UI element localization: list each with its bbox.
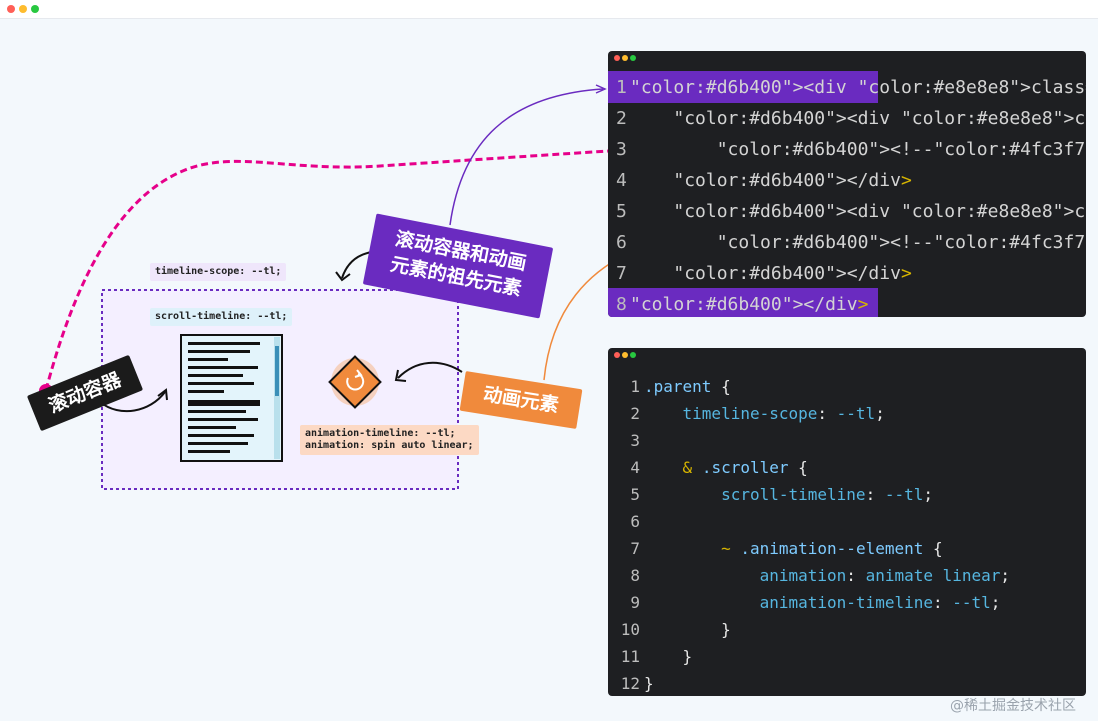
line-number: 8 xyxy=(616,294,627,315)
css-code-line: 9 animation-timeline: --tl; xyxy=(608,589,1086,616)
code-text: animation: animate linear; xyxy=(759,566,1011,585)
html-code-line: 7 "color:#d6b400"></div> xyxy=(608,258,1086,289)
code-text: ~ .animation--element { xyxy=(721,539,943,558)
watermark: @稀土掘金技术社区 xyxy=(950,698,1076,714)
animation-tag: animation-timeline: --tl; animation: spi… xyxy=(300,425,479,455)
css-code-line: 11 } xyxy=(608,643,1086,670)
css-code-line: 5 scroll-timeline: --tl; xyxy=(608,481,1086,508)
code-text: & .scroller { xyxy=(682,458,808,477)
line-number: 7 xyxy=(630,539,640,558)
window-titlebar xyxy=(0,0,1098,19)
line-number: 8 xyxy=(630,566,640,585)
line-number: 2 xyxy=(616,108,627,129)
line-number: 6 xyxy=(616,232,627,253)
scroll-timeline-tag: scroll-timeline: --tl; xyxy=(150,308,293,326)
close-dot-icon[interactable] xyxy=(614,352,620,358)
animation-tag-line1: animation-timeline: --tl; xyxy=(305,428,456,439)
css-code-line: 6 xyxy=(608,508,1086,535)
code-text: .parent { xyxy=(644,377,731,396)
css-code-line: 3 xyxy=(608,427,1086,454)
html-code-line: 1"color:#d6b400"><div "color:#e8e8e8">cl… xyxy=(608,72,1086,103)
html-code-line: 4 "color:#d6b400"></div> xyxy=(608,165,1086,196)
scroller-document-icon xyxy=(180,334,283,462)
maximize-dot-icon[interactable] xyxy=(31,5,39,13)
html-code-line: 8"color:#d6b400"></div> xyxy=(608,289,1086,317)
close-dot-icon[interactable] xyxy=(614,55,620,61)
parent-open-highlight xyxy=(608,71,878,103)
line-number: 2 xyxy=(630,404,640,423)
css-code-line: 7 ~ .animation--element { xyxy=(608,535,1086,562)
css-code-line: 8 animation: animate linear; xyxy=(608,562,1086,589)
line-number: 7 xyxy=(616,263,627,284)
code-text: } xyxy=(644,620,731,639)
css-code-line: 4 & .scroller { xyxy=(608,454,1086,481)
line-number: 4 xyxy=(630,458,640,477)
html-window-titlebar xyxy=(608,51,1086,65)
css-code-line: 12} xyxy=(608,670,1086,696)
animation-element-icon xyxy=(328,355,382,409)
code-text: } xyxy=(644,674,654,693)
html-code-line: 6 "color:#d6b400"><!--"color:#4fc3f7"> 动… xyxy=(608,227,1086,258)
code-text: "color:#d6b400"><div "color:#e8e8e8">cla… xyxy=(673,108,1086,129)
css-window-titlebar xyxy=(608,348,1086,362)
css-code-line: 2 timeline-scope: --tl; xyxy=(608,400,1086,427)
line-number: 5 xyxy=(630,485,640,504)
close-dot-icon[interactable] xyxy=(7,5,15,13)
animation-tag-line2: animation: spin auto linear; xyxy=(305,440,474,451)
line-number: 1 xyxy=(630,377,640,396)
html-code-line: 2 "color:#d6b400"><div "color:#e8e8e8">c… xyxy=(608,103,1086,134)
code-text: "color:#d6b400"><div "color:#e8e8e8">cla… xyxy=(673,201,1086,222)
line-number: 1 xyxy=(616,77,627,98)
line-number: 12 xyxy=(620,674,640,693)
css-code-line: 10 } xyxy=(608,616,1086,643)
minimize-dot-icon[interactable] xyxy=(622,55,628,61)
line-number: 4 xyxy=(616,170,627,191)
minimize-dot-icon[interactable] xyxy=(622,352,628,358)
html-code-line: 3 "color:#d6b400"><!--"color:#4fc3f7"> 滚… xyxy=(608,134,1086,165)
code-text: "color:#d6b400"><div "color:#e8e8e8">cla… xyxy=(630,77,1086,98)
code-text: timeline-scope: --tl; xyxy=(682,404,885,423)
code-text: "color:#d6b400"><!--"color:#4fc3f7"> 动画元… xyxy=(716,232,1086,253)
html-code-line: 5 "color:#d6b400"><div "color:#e8e8e8">c… xyxy=(608,196,1086,227)
line-number: 9 xyxy=(630,593,640,612)
ancestor-connector xyxy=(449,88,604,226)
parent-close-highlight xyxy=(608,288,878,317)
code-text: "color:#d6b400"></div> xyxy=(630,294,869,315)
maximize-dot-icon[interactable] xyxy=(630,352,636,358)
maximize-dot-icon[interactable] xyxy=(630,55,636,61)
code-text: "color:#d6b400"></div> xyxy=(673,263,912,284)
code-text: "color:#d6b400"></div> xyxy=(673,170,912,191)
html-code-window: 1"color:#d6b400"><div "color:#e8e8e8">cl… xyxy=(608,51,1086,317)
css-code-line: 1.parent { xyxy=(608,373,1086,400)
code-text: animation-timeline: --tl; xyxy=(759,593,1001,612)
code-text: scroll-timeline: --tl; xyxy=(721,485,933,504)
line-number: 10 xyxy=(620,620,640,639)
code-text: } xyxy=(644,647,693,666)
code-text: "color:#d6b400"><!--"color:#4fc3f7"> 滚动容… xyxy=(716,139,1086,160)
line-number: 11 xyxy=(620,647,640,666)
scroller-pointer-arrow xyxy=(99,391,166,413)
line-number: 6 xyxy=(630,512,640,531)
line-number: 5 xyxy=(616,201,627,222)
minimize-dot-icon[interactable] xyxy=(19,5,27,13)
timeline-scope-tag: timeline-scope: --tl; xyxy=(150,263,287,281)
animation-pointer-arrow xyxy=(397,361,463,379)
line-number: 3 xyxy=(616,139,627,160)
line-number: 3 xyxy=(630,431,640,450)
